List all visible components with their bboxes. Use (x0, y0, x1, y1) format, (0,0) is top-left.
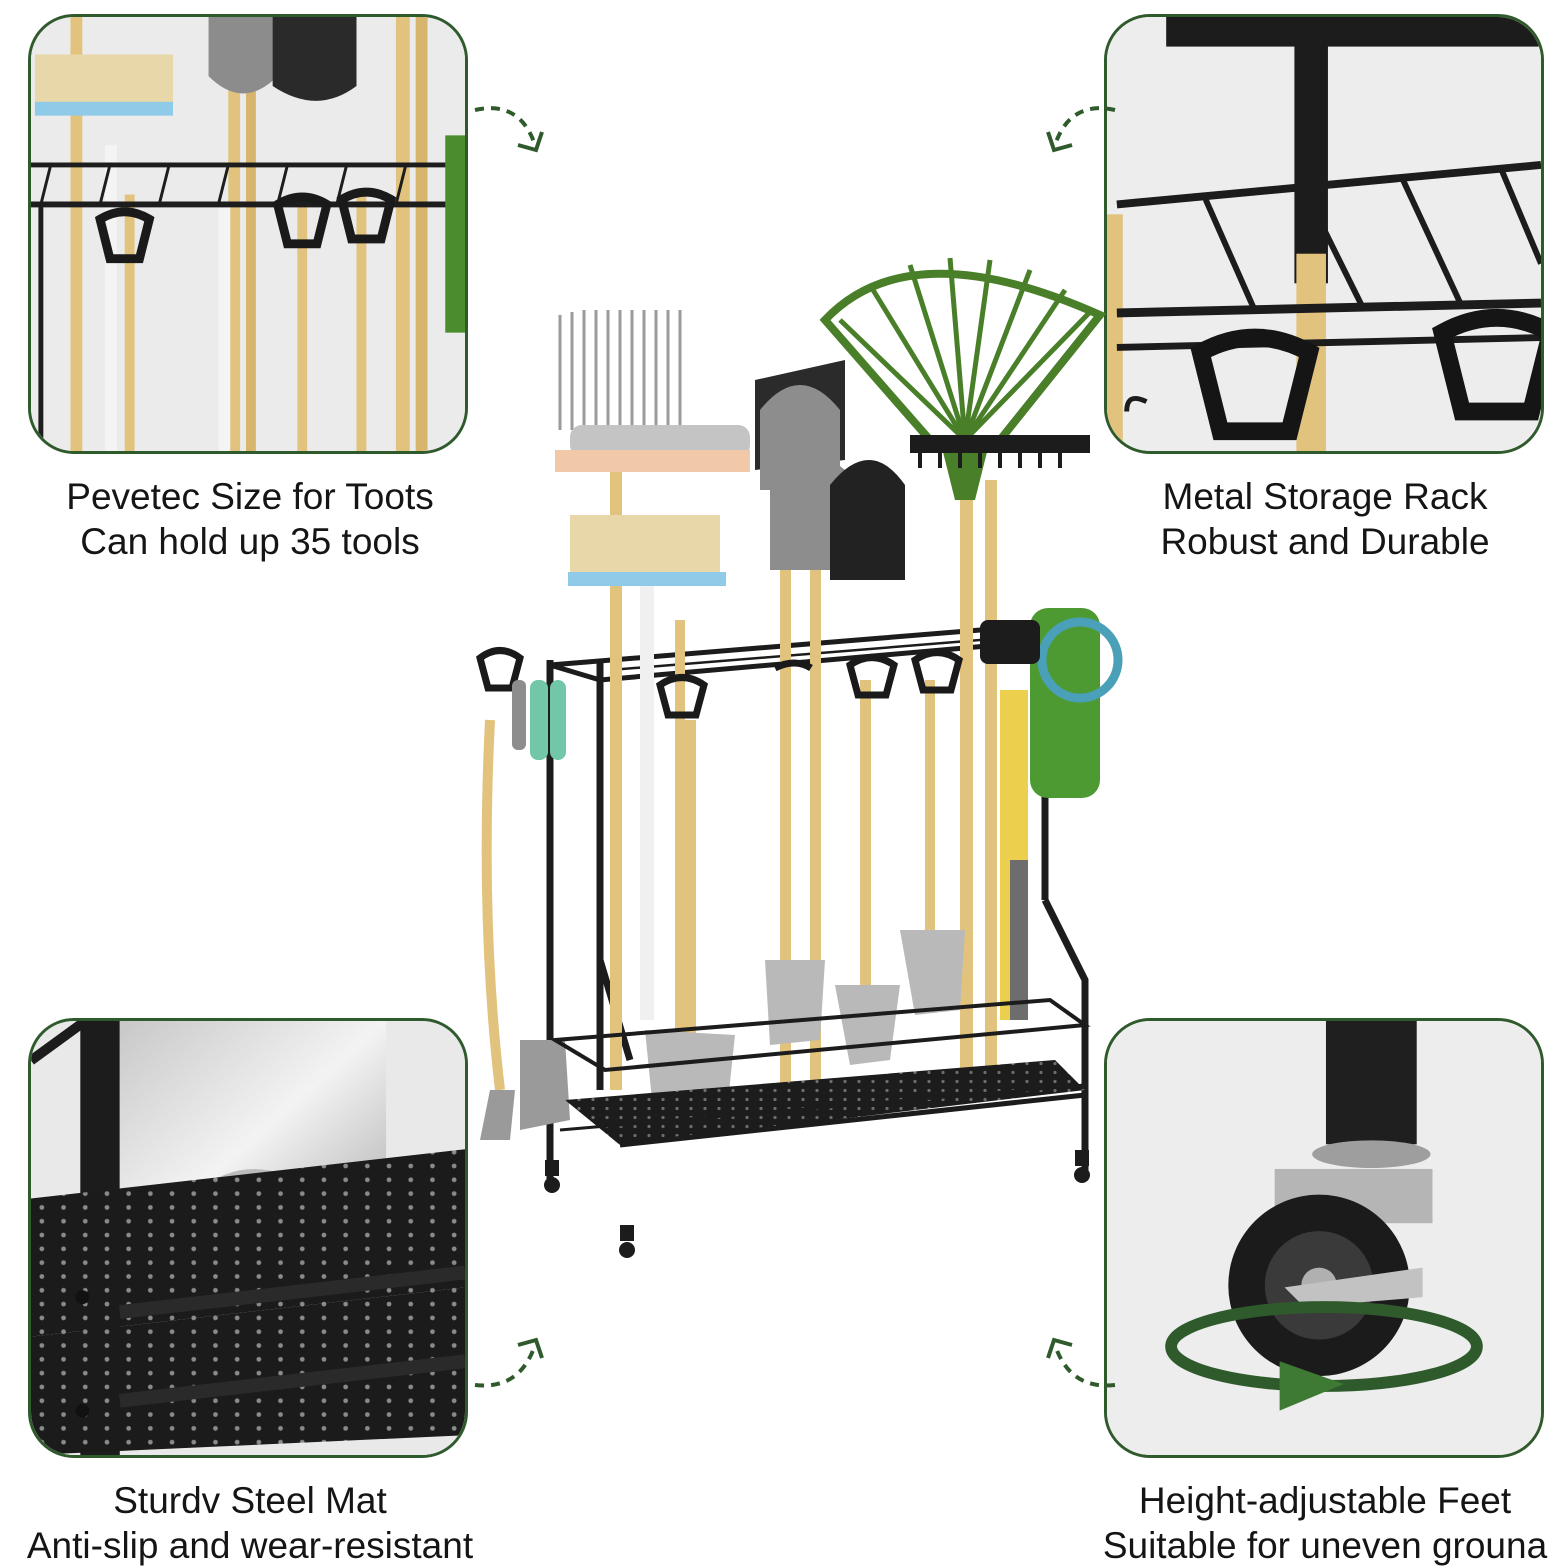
detail-panel-steel-mat (28, 1018, 468, 1458)
caption-line-1: Metal Storage Rack (1162, 476, 1488, 517)
detail-panel-tool-capacity (28, 14, 468, 454)
dashed-arrow-icon (474, 106, 544, 153)
caption-caster-feet: Height-adjustable Feet Suitable for unev… (1065, 1478, 1564, 1568)
caption-line-2: Can hold up 35 tools (80, 521, 420, 562)
dashed-arrow-icon (1046, 1337, 1116, 1388)
garden-tool-rack-product-image (476, 257, 1123, 1258)
caption-tool-capacity: Pevetec Size for Toots Can hold up 35 to… (0, 474, 510, 564)
rotation-arrow-icon (1165, 1301, 1483, 1411)
tool-capacity-illustration (31, 17, 465, 451)
caption-metal-rack: Metal Storage Rack Robust and Durable (1065, 474, 1564, 564)
dashed-arrow-icon (1046, 106, 1116, 153)
steel-mat-closeup-illustration (31, 1021, 465, 1455)
dashed-arrow-icon (474, 1337, 544, 1388)
caster-wheel-icon (1107, 1021, 1541, 1455)
caption-line-1: Height-adjustable Feet (1138, 1480, 1512, 1521)
metal-rack-closeup-illustration (1107, 17, 1541, 451)
detail-panel-caster-feet (1104, 1018, 1544, 1458)
detail-panel-metal-rack (1104, 14, 1544, 454)
caption-line-1: Sturdv Steel Mat (113, 1480, 387, 1521)
caption-line-2: Anti-slip and wear-resistant (26, 1525, 474, 1566)
caption-line-2: Suitable for uneven grouna (1102, 1525, 1548, 1566)
caption-steel-mat: Sturdv Steel Mat Anti-slip and wear-resi… (0, 1478, 510, 1568)
caption-line-1: Pevetec Size for Toots (66, 476, 434, 517)
caption-line-2: Robust and Durable (1160, 521, 1490, 562)
